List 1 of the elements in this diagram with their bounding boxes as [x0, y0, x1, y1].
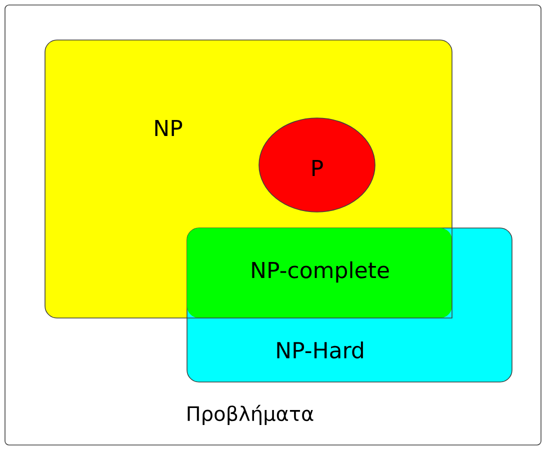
overlap-region: NP-complete — [186, 228, 452, 318]
